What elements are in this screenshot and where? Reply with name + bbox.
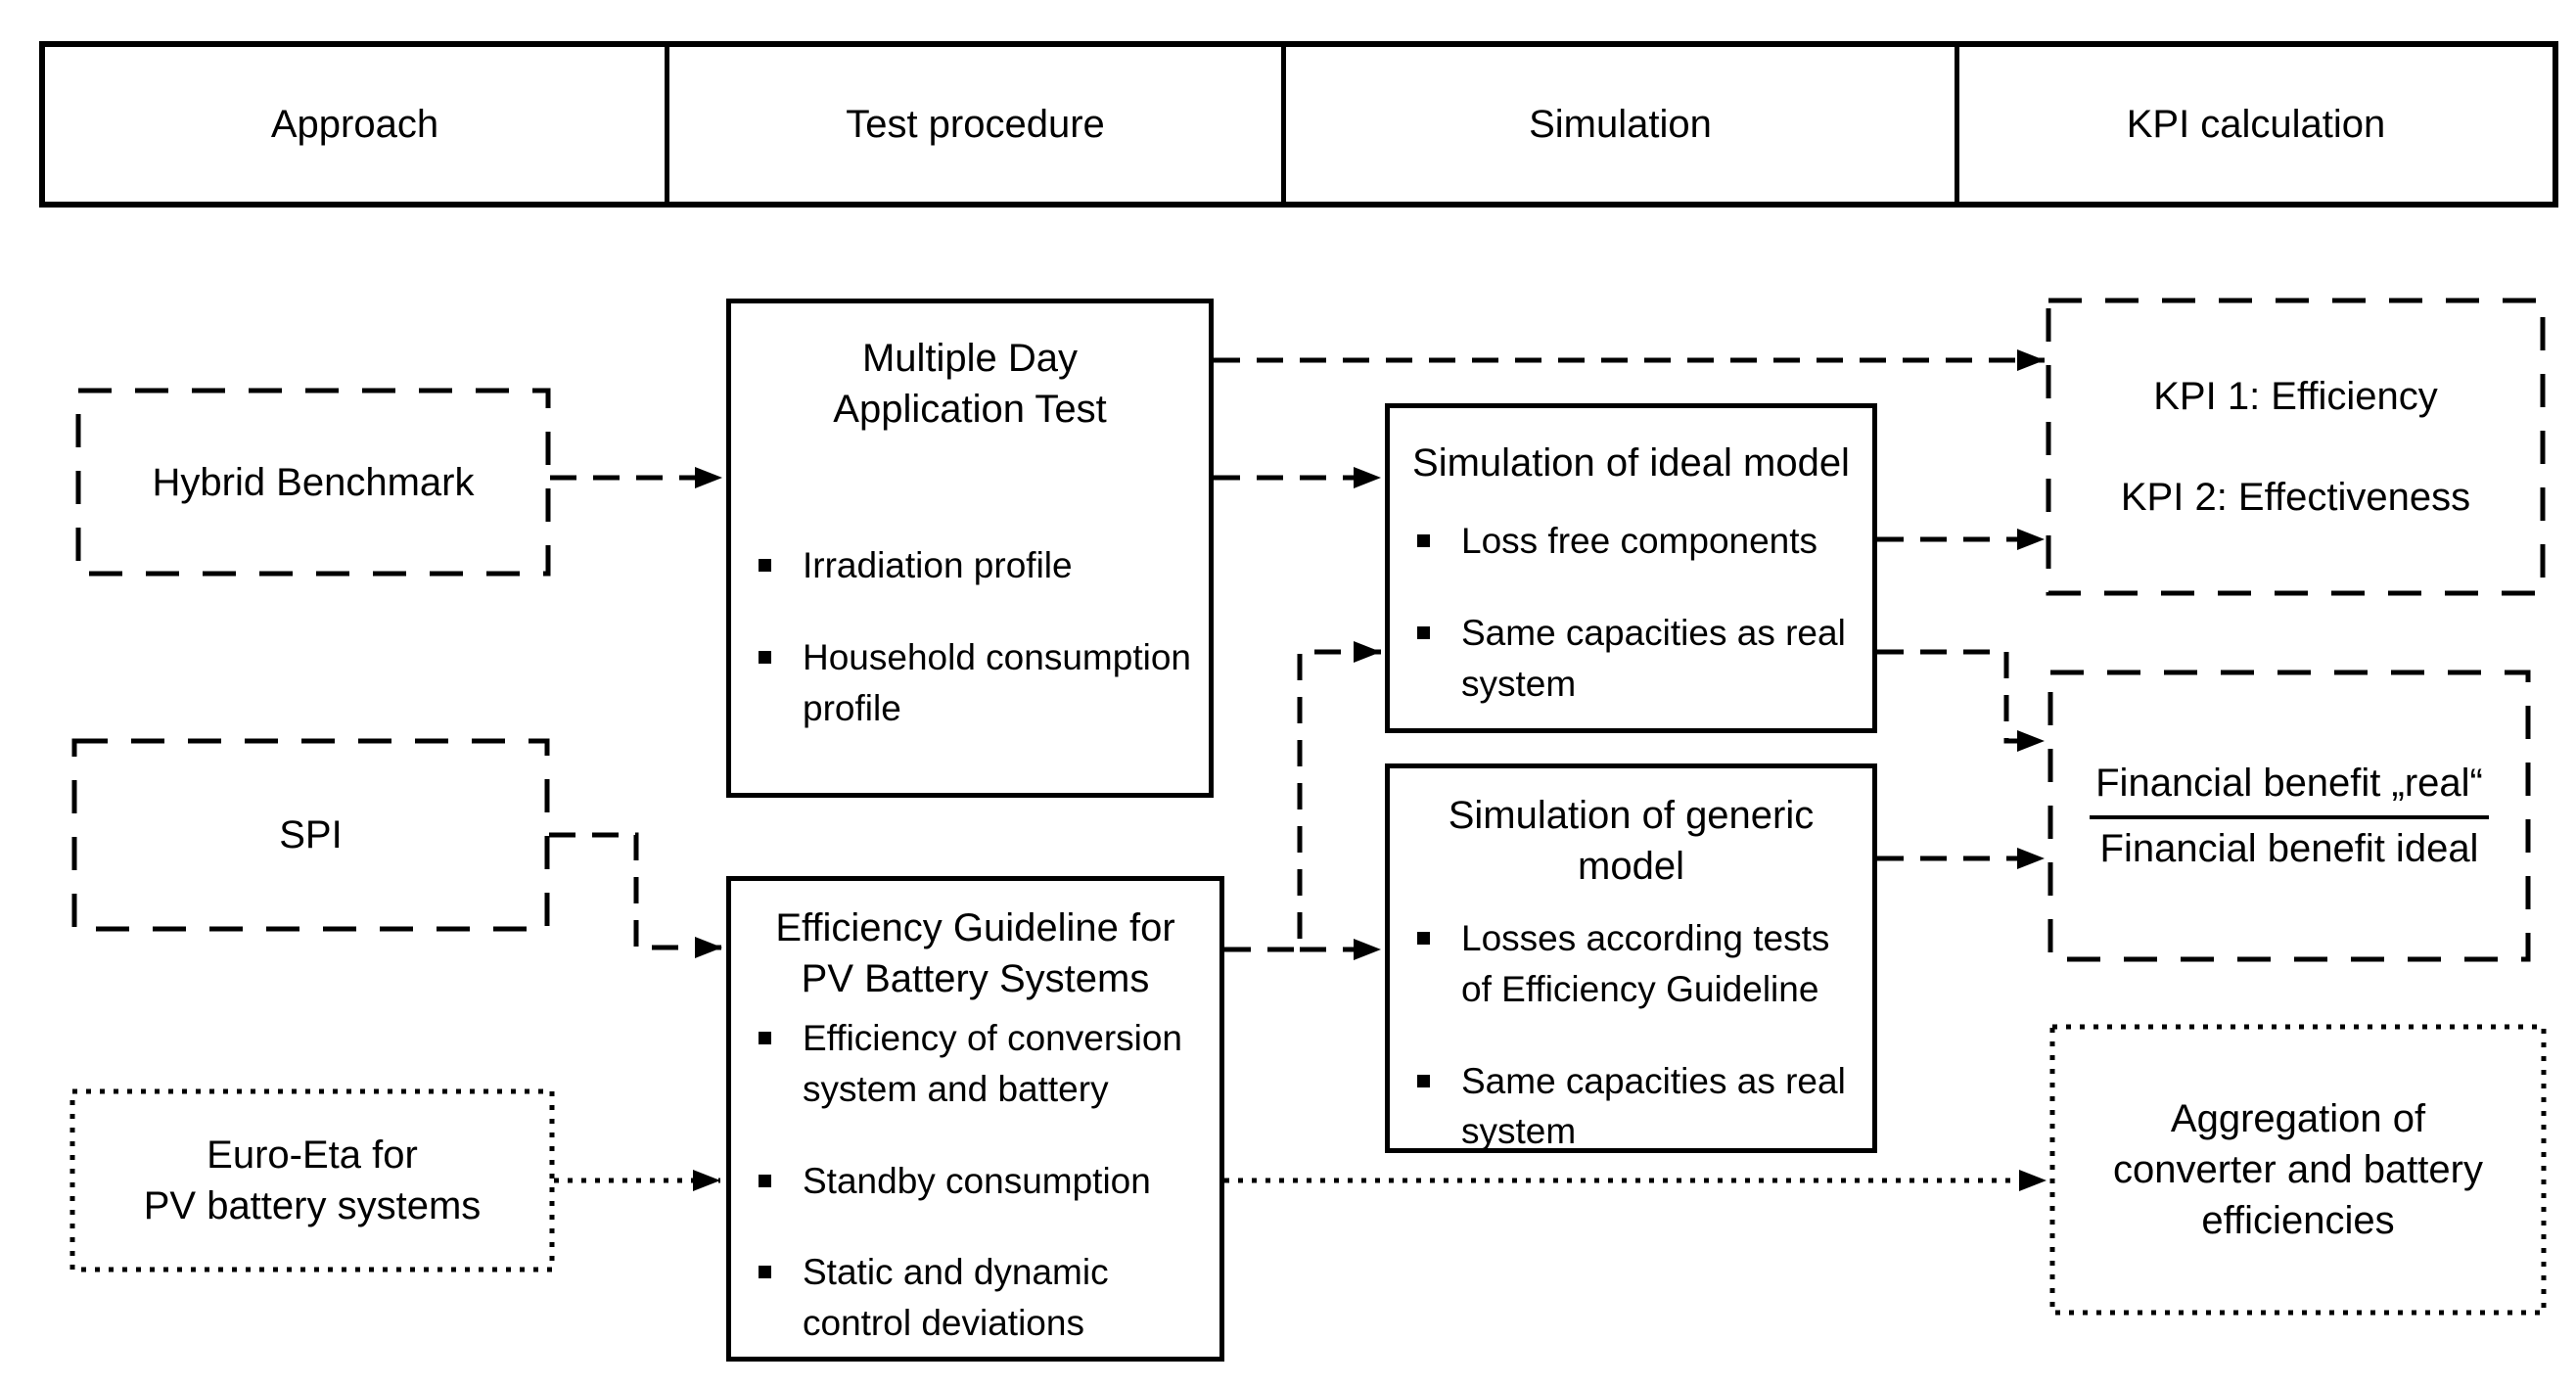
- bullet-square-icon: [1417, 1074, 1430, 1087]
- euro-eta-label: Euro-Eta for PV battery systems: [143, 1133, 482, 1227]
- header-simulation: Simulation: [1281, 47, 1955, 202]
- financial-benefit-numerator: Financial benefit „real“: [2090, 762, 2489, 819]
- connector-effguide-to-simideal: [1224, 641, 1381, 952]
- connector-simideal-to-financial: [1877, 649, 2045, 752]
- effguide-title: Efficiency Guideline for PV Battery Syst…: [775, 906, 1175, 1000]
- header-test-procedure-label: Test procedure: [846, 102, 1105, 146]
- bullet-item: Static and dynamic control deviations: [731, 1247, 1219, 1349]
- simgeneric-bullets: Losses according tests of Efficiency Gui…: [1390, 913, 1872, 1157]
- financial-benefit-ratio-box: Financial benefit „real“ Financial benef…: [2050, 672, 2528, 959]
- bullet-text: Standby consumption: [803, 1160, 1151, 1201]
- simideal-bullets: Loss free components Same capacities as …: [1390, 516, 1872, 709]
- bullet-text: Household consumption profile: [803, 636, 1191, 728]
- simulation-generic-model-box: Simulation of generic model Losses accor…: [1385, 763, 1877, 1153]
- multiday-title: Multiple Day Application Test: [833, 337, 1107, 431]
- header-kpi-calculation-label: KPI calculation: [2126, 102, 2386, 146]
- efficiency-guideline-box: Efficiency Guideline for PV Battery Syst…: [726, 876, 1224, 1362]
- bullet-item: Standby consumption: [731, 1156, 1219, 1207]
- bullet-square-icon: [759, 559, 771, 572]
- column-header-row: Approach Test procedure Simulation KPI c…: [39, 41, 2558, 208]
- header-approach-label: Approach: [270, 102, 439, 146]
- multiple-day-application-test-box: Multiple Day Application Test Irradiatio…: [726, 299, 1214, 798]
- simulation-ideal-model-box: Simulation of ideal model Loss free comp…: [1385, 403, 1877, 733]
- connector-spi-to-effguide: [549, 832, 722, 958]
- bullet-item: Household consumption profile: [731, 632, 1209, 734]
- bullet-text: Losses according tests of Efficiency Gui…: [1461, 918, 1830, 1009]
- hybrid-benchmark-label: Hybrid Benchmark: [152, 460, 475, 504]
- financial-benefit-denominator: Financial benefit ideal: [2099, 826, 2479, 870]
- bullet-item: Losses according tests of Efficiency Gui…: [1390, 913, 1872, 1015]
- kpi-2-label: KPI 2: Effectiveness: [2120, 475, 2471, 519]
- header-approach: Approach: [45, 47, 665, 202]
- simgeneric-title: Simulation of generic model: [1448, 794, 1815, 888]
- bullet-text: Same capacities as real system: [1461, 612, 1846, 704]
- bullet-square-icon: [759, 1032, 771, 1044]
- euro-eta-box: Euro-Eta for PV battery systems: [72, 1091, 552, 1270]
- bullet-square-icon: [759, 1266, 771, 1279]
- effguide-bullets: Efficiency of conversion system and batt…: [731, 1013, 1219, 1349]
- spi-label: SPI: [279, 813, 343, 856]
- bullet-item: Same capacities as real system: [1390, 1056, 1872, 1158]
- bullet-text: Efficiency of conversion system and batt…: [803, 1018, 1183, 1109]
- kpi-box: KPI 1: Efficiency KPI 2: Effectiveness: [2048, 301, 2543, 593]
- bullet-square-icon: [1417, 534, 1430, 547]
- simideal-title: Simulation of ideal model: [1412, 441, 1850, 485]
- bullet-text: Loss free components: [1461, 521, 1818, 561]
- spi-box: SPI: [74, 741, 547, 929]
- bullet-item: Efficiency of conversion system and batt…: [731, 1013, 1219, 1115]
- bullet-square-icon: [1417, 625, 1430, 639]
- bullet-text: Irradiation profile: [803, 545, 1073, 585]
- bullet-square-icon: [759, 650, 771, 664]
- header-simulation-label: Simulation: [1529, 102, 1712, 146]
- bullet-square-icon: [1417, 932, 1430, 945]
- kpi-1-label: KPI 1: Efficiency: [2153, 374, 2438, 418]
- header-test-procedure: Test procedure: [665, 47, 1281, 202]
- bullet-square-icon: [759, 1174, 771, 1187]
- aggregation-label: Aggregation of converter and battery eff…: [2113, 1097, 2483, 1242]
- bullet-item: Same capacities as real system: [1390, 608, 1872, 710]
- hybrid-benchmark-box: Hybrid Benchmark: [78, 391, 548, 574]
- bullet-item: Loss free components: [1390, 516, 1872, 567]
- header-kpi-calculation: KPI calculation: [1955, 47, 2553, 202]
- bullet-text: Static and dynamic control deviations: [803, 1252, 1109, 1344]
- aggregation-box: Aggregation of converter and battery eff…: [2052, 1027, 2544, 1313]
- bullet-item: Irradiation profile: [731, 540, 1209, 591]
- bullet-text: Same capacities as real system: [1461, 1060, 1846, 1152]
- multiday-bullets: Irradiation profile Household consumptio…: [731, 540, 1209, 733]
